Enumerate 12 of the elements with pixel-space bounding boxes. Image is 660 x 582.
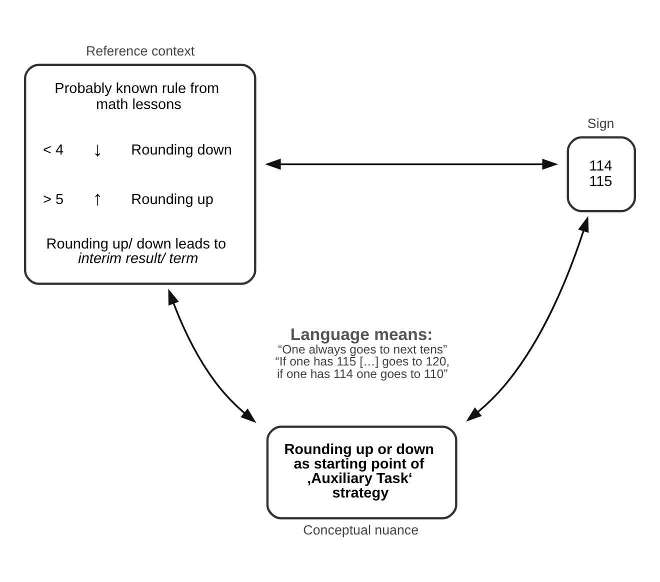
arrow: [168, 288, 256, 423]
node-box: Probably known rule from math lessons < 4 ↓ Rounding down > 5 ↑ Rounding up Rounding up/ down leads to interim result/ term: [24, 64, 256, 285]
label: “If one has 115 […] goes to 120, if one has 114 one goes to 110”: [275, 354, 450, 381]
label: “One always goes to next tens”: [278, 342, 448, 356]
label: Language means:: [290, 325, 433, 344]
node-box: 114 115: [566, 136, 636, 212]
arrow: [466, 216, 589, 422]
arrow: [264, 158, 558, 170]
node-label: Conceptual nuance: [303, 522, 419, 538]
node-label: Sign: [587, 116, 614, 132]
node-box: Rounding up or down as starting point of ‚Auxiliary Task‘ strategy: [266, 426, 458, 520]
node-label: Reference context: [86, 43, 195, 58]
